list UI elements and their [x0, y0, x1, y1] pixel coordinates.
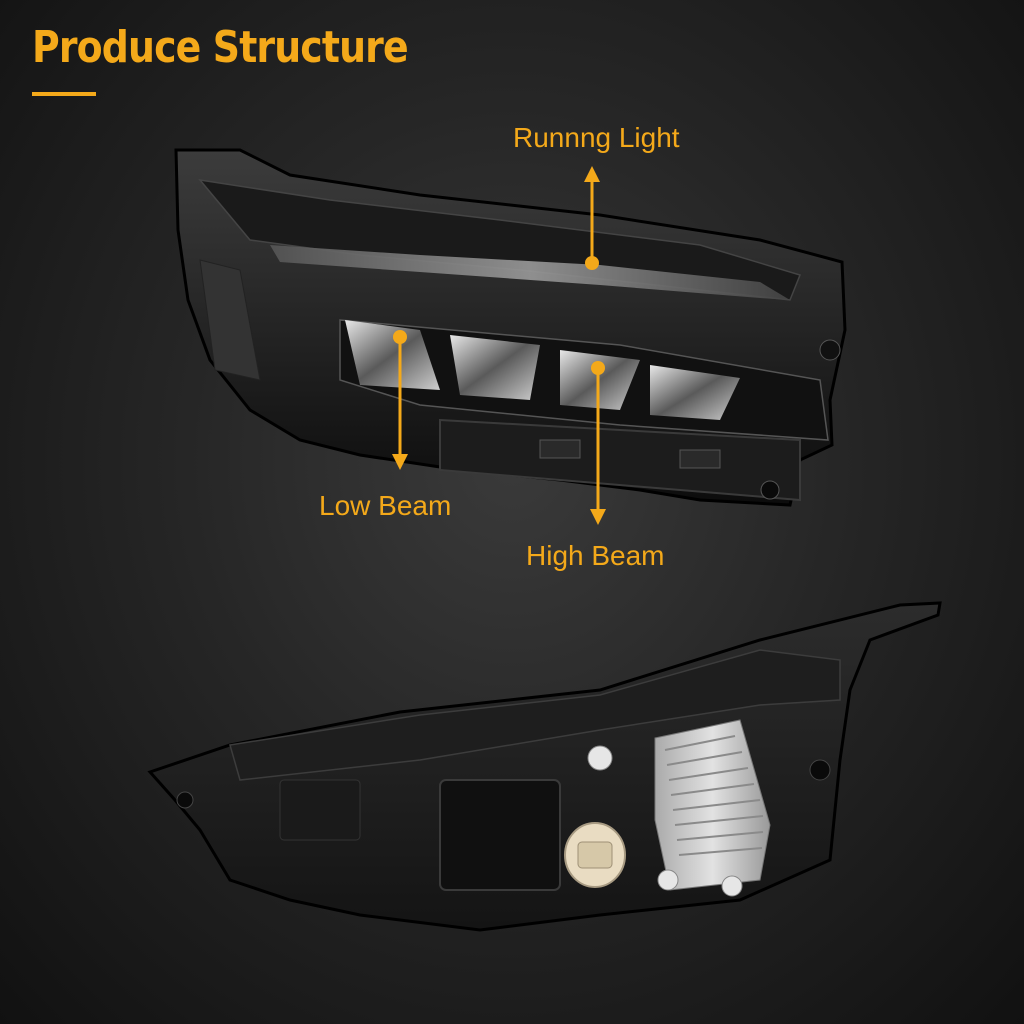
rear-headlamp — [147, 601, 942, 932]
low-beam-label: Low Beam — [319, 490, 452, 521]
low-beam-pointer — [392, 330, 408, 470]
high-beam-pointer — [590, 361, 606, 525]
high-beam-label: High Beam — [526, 540, 665, 571]
front-headlamp — [174, 148, 847, 507]
running-light-label: Runnng Light — [513, 122, 680, 153]
running-light-pointer — [584, 166, 600, 270]
title-underline — [32, 92, 96, 96]
page-title: Produce Structure — [32, 22, 409, 73]
